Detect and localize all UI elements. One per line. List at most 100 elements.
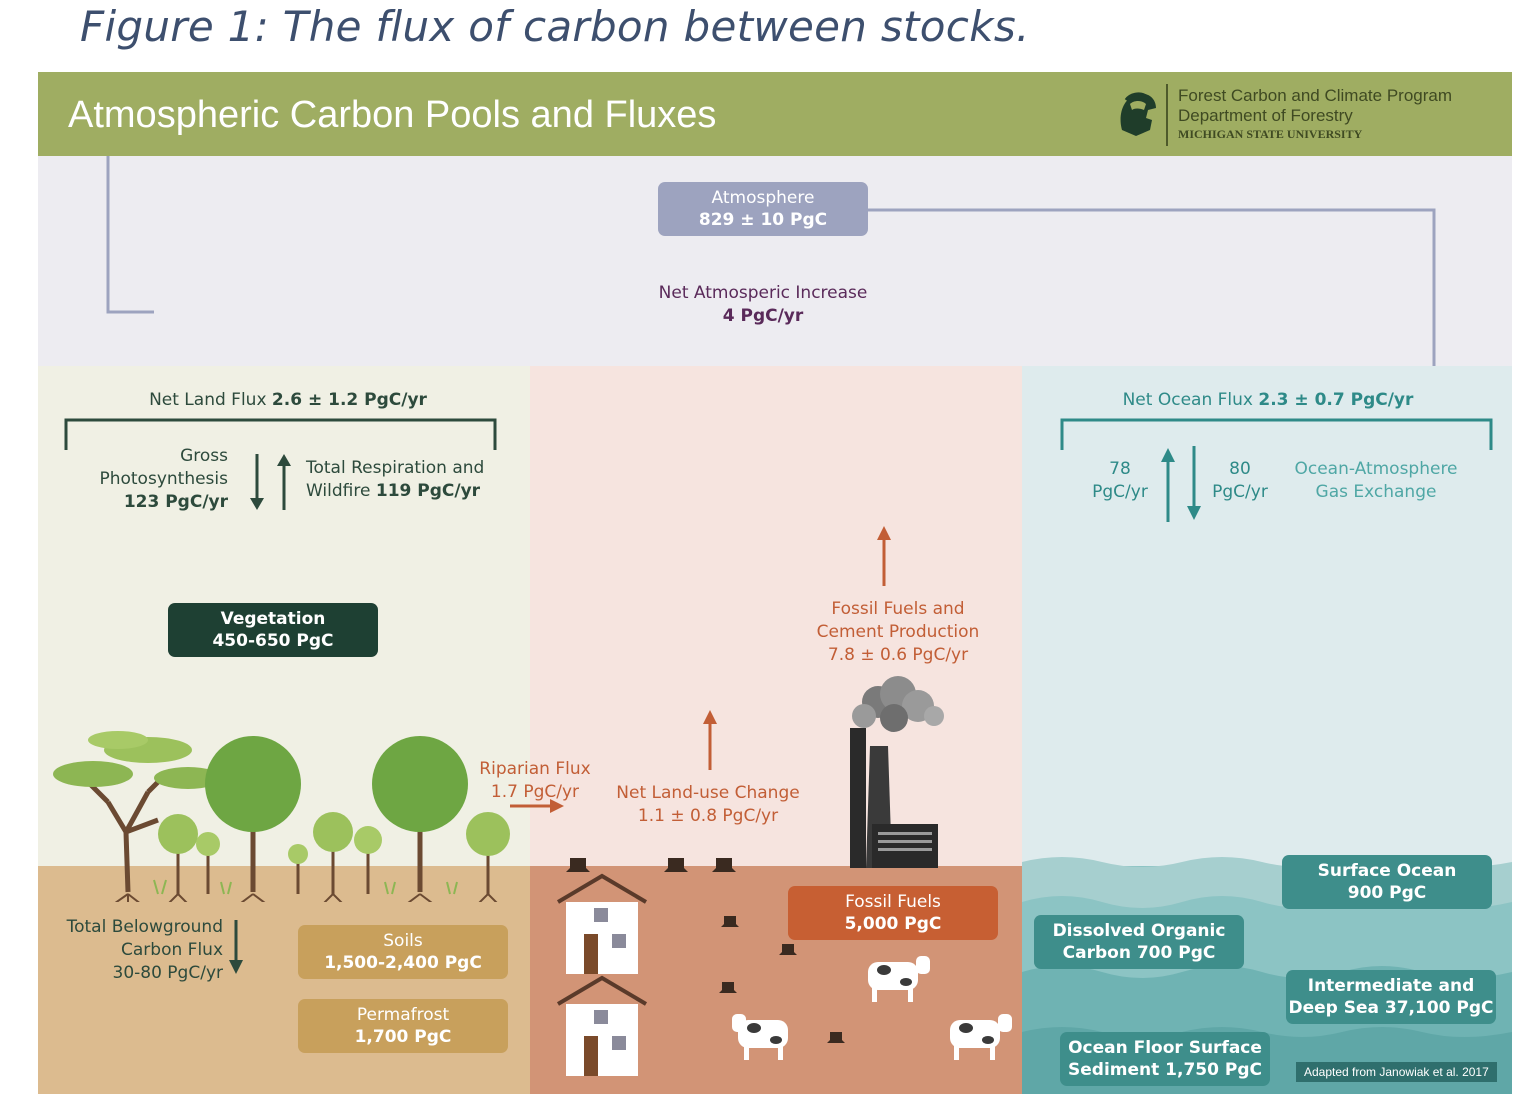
net-land-flux-label: Net Land Flux [149, 390, 267, 410]
ocean-down-unit: PgC/yr [1212, 481, 1268, 502]
net-increase-label: Net Atmosperic Increase [658, 283, 868, 303]
respiration-label-1: Total Respiration and [306, 458, 485, 478]
atmosphere-name: Atmosphere [711, 187, 815, 208]
photosynthesis-label-1: Gross [180, 446, 228, 466]
landuse-value: 1.1 ± 0.8 PgC/yr [637, 805, 779, 826]
belowground-label-2: Carbon Flux [121, 939, 223, 960]
deep-sea-label: Intermediate and [1307, 975, 1475, 996]
atmosphere-pool: Atmosphere 829 ± 10 PgC [658, 182, 868, 236]
grass-icons [153, 879, 458, 895]
ocean-floor-label: Ocean Floor Surface [1068, 1037, 1262, 1058]
atmosphere-bracket [106, 156, 1436, 366]
doc-value: Carbon 700 PgC [1062, 943, 1216, 963]
net-land-flux-value: 2.6 ± 1.2 PgC/yr [271, 390, 427, 410]
brand-program: Forest Carbon and Climate Program [1178, 86, 1453, 105]
soils-name: Soils [383, 930, 423, 951]
riparian-label: Riparian Flux [479, 759, 591, 779]
net-ocean-flux-value: 2.3 ± 0.7 PgC/yr [1258, 390, 1414, 410]
cow-icon [950, 1014, 1012, 1060]
sapling-icons [158, 812, 510, 894]
gas-exchange-label-1: Ocean-Atmosphere [1294, 459, 1458, 479]
net-increase-value: 4 PgC/yr [722, 305, 804, 326]
cow-icon [868, 956, 930, 1002]
infographic-title: Atmospheric Carbon Pools and Fluxes [68, 94, 717, 136]
surface-ocean-label: Surface Ocean [1317, 860, 1457, 881]
belowground-label-1: Total Belowground [66, 917, 223, 937]
acacia-tree-icon [53, 731, 222, 893]
ocean-flux-bracket [1060, 418, 1493, 522]
figure-caption: Figure 1: The flux of carbon between sto… [80, 2, 1030, 51]
soils-value: 1,500-2,400 PgC [324, 953, 482, 973]
ocean-panel [1022, 366, 1512, 866]
vegetation-pool: Vegetation 450-650 PgC [168, 603, 378, 657]
permafrost-name: Permafrost [356, 1004, 450, 1025]
cow-icon [732, 1014, 788, 1060]
human-panel [530, 366, 1022, 866]
ocean-floor-sediment-pool: Ocean Floor Surface Sediment 1,750 PgC [1060, 1032, 1270, 1086]
riparian-right-arrow-icon [510, 799, 564, 813]
forest-illustration [53, 731, 510, 902]
photosynthesis-value: 123 PgC/yr [123, 491, 228, 512]
fossil-flux-value: 7.8 ± 0.6 PgC/yr [827, 644, 969, 665]
land-flux-bracket [64, 418, 497, 510]
fossil-pool-value: 5,000 PgC [844, 914, 942, 934]
land-use-illustration [556, 858, 1012, 1076]
landuse-label: Net Land-use Change [616, 783, 800, 803]
doc-label: Dissolved Organic [1052, 920, 1226, 941]
brand-divider [1166, 84, 1168, 146]
net-atmospheric-increase: Net Atmosperic Increase 4 PgC/yr [598, 282, 928, 328]
gas-exchange-label-2: Gas Exchange [1315, 481, 1437, 502]
belowground-flux: Total Belowground Carbon Flux 30-80 PgC/… [48, 916, 223, 985]
round-tree-icon [205, 736, 301, 892]
ocean-release-flux: 80 PgC/yr [1198, 458, 1282, 504]
belowground-value: 30-80 PgC/yr [112, 962, 224, 983]
surface-ocean-value: 900 PgC [1347, 883, 1427, 903]
factory-icon [850, 676, 944, 868]
riparian-value: 1.7 PgC/yr [490, 781, 580, 802]
fossil-up-arrow-icon [877, 526, 891, 586]
roots-icons [114, 893, 498, 902]
dissolved-organic-carbon-pool: Dissolved Organic Carbon 700 PgC [1034, 915, 1244, 969]
brand-block: Forest Carbon and Climate Program Depart… [1116, 84, 1496, 148]
land-ground [38, 866, 530, 1094]
permafrost-value: 1,700 PgC [354, 1027, 452, 1047]
soils-pool: Soils 1,500-2,400 PgC [298, 925, 508, 979]
ocean-floor-value: Sediment 1,750 PgC [1068, 1060, 1262, 1080]
round-tree-icon [372, 736, 468, 892]
photosynthesis-label-2: Photosynthesis [99, 468, 228, 489]
house-icon [556, 975, 648, 1076]
fossil-flux-label-2: Cement Production [816, 621, 980, 642]
spartan-helmet-icon [1120, 92, 1156, 136]
permafrost-pool: Permafrost 1,700 PgC [298, 999, 508, 1053]
net-ocean-flux-label: Net Ocean Flux [1122, 390, 1253, 410]
respiration-wildfire: Total Respiration and Wildfire 119 PgC/y… [306, 457, 526, 503]
brand-department: Department of Forestry [1178, 106, 1353, 125]
infographic-frame: Atmospheric Carbon Pools and Fluxes Fore… [38, 72, 1512, 1094]
vegetation-value: 450-650 PgC [212, 631, 334, 651]
riparian-flux: Riparian Flux 1.7 PgC/yr [470, 758, 600, 804]
brand-university: MICHIGAN STATE UNIVERSITY [1178, 127, 1363, 141]
ocean-up-value: 78 [1109, 459, 1131, 479]
belowground-down-arrow-icon [229, 920, 243, 974]
fossil-fuel-flux: Fossil Fuels and Cement Production 7.8 ±… [790, 598, 1006, 667]
fossil-fuels-pool: Fossil Fuels 5,000 PgC [788, 886, 998, 940]
house-icon [556, 873, 648, 974]
respiration-value: 119 PgC/yr [375, 480, 481, 501]
respiration-label-2: Wildfire [306, 480, 371, 501]
atmosphere-value: 829 ± 10 PgC [698, 210, 828, 230]
net-landuse-change: Net Land-use Change 1.1 ± 0.8 PgC/yr [598, 782, 818, 828]
header-bar: Atmospheric Carbon Pools and Fluxes Fore… [38, 72, 1512, 156]
ocean-gas-exchange: Ocean-Atmosphere Gas Exchange [1278, 458, 1474, 504]
net-land-flux: Net Land Flux 2.6 ± 1.2 PgC/yr [78, 390, 498, 410]
net-ocean-flux: Net Ocean Flux 2.3 ± 0.7 PgC/yr [1048, 390, 1488, 410]
ocean-uptake-flux: 78 PgC/yr [1078, 458, 1162, 504]
fossil-flux-label-1: Fossil Fuels and [831, 599, 965, 619]
gross-photosynthesis: Gross Photosynthesis 123 PgC/yr [68, 445, 228, 514]
surface-ocean-pool: Surface Ocean 900 PgC [1282, 855, 1492, 909]
vegetation-name: Vegetation [220, 608, 326, 629]
attribution-note: Adapted from Janowiak et al. 2017 [1296, 1062, 1497, 1082]
ocean-up-unit: PgC/yr [1092, 481, 1148, 502]
landuse-up-arrow-icon [703, 710, 717, 770]
fossil-pool-name: Fossil Fuels [845, 891, 941, 912]
deep-sea-pool: Intermediate and Deep Sea 37,100 PgC [1286, 970, 1496, 1024]
